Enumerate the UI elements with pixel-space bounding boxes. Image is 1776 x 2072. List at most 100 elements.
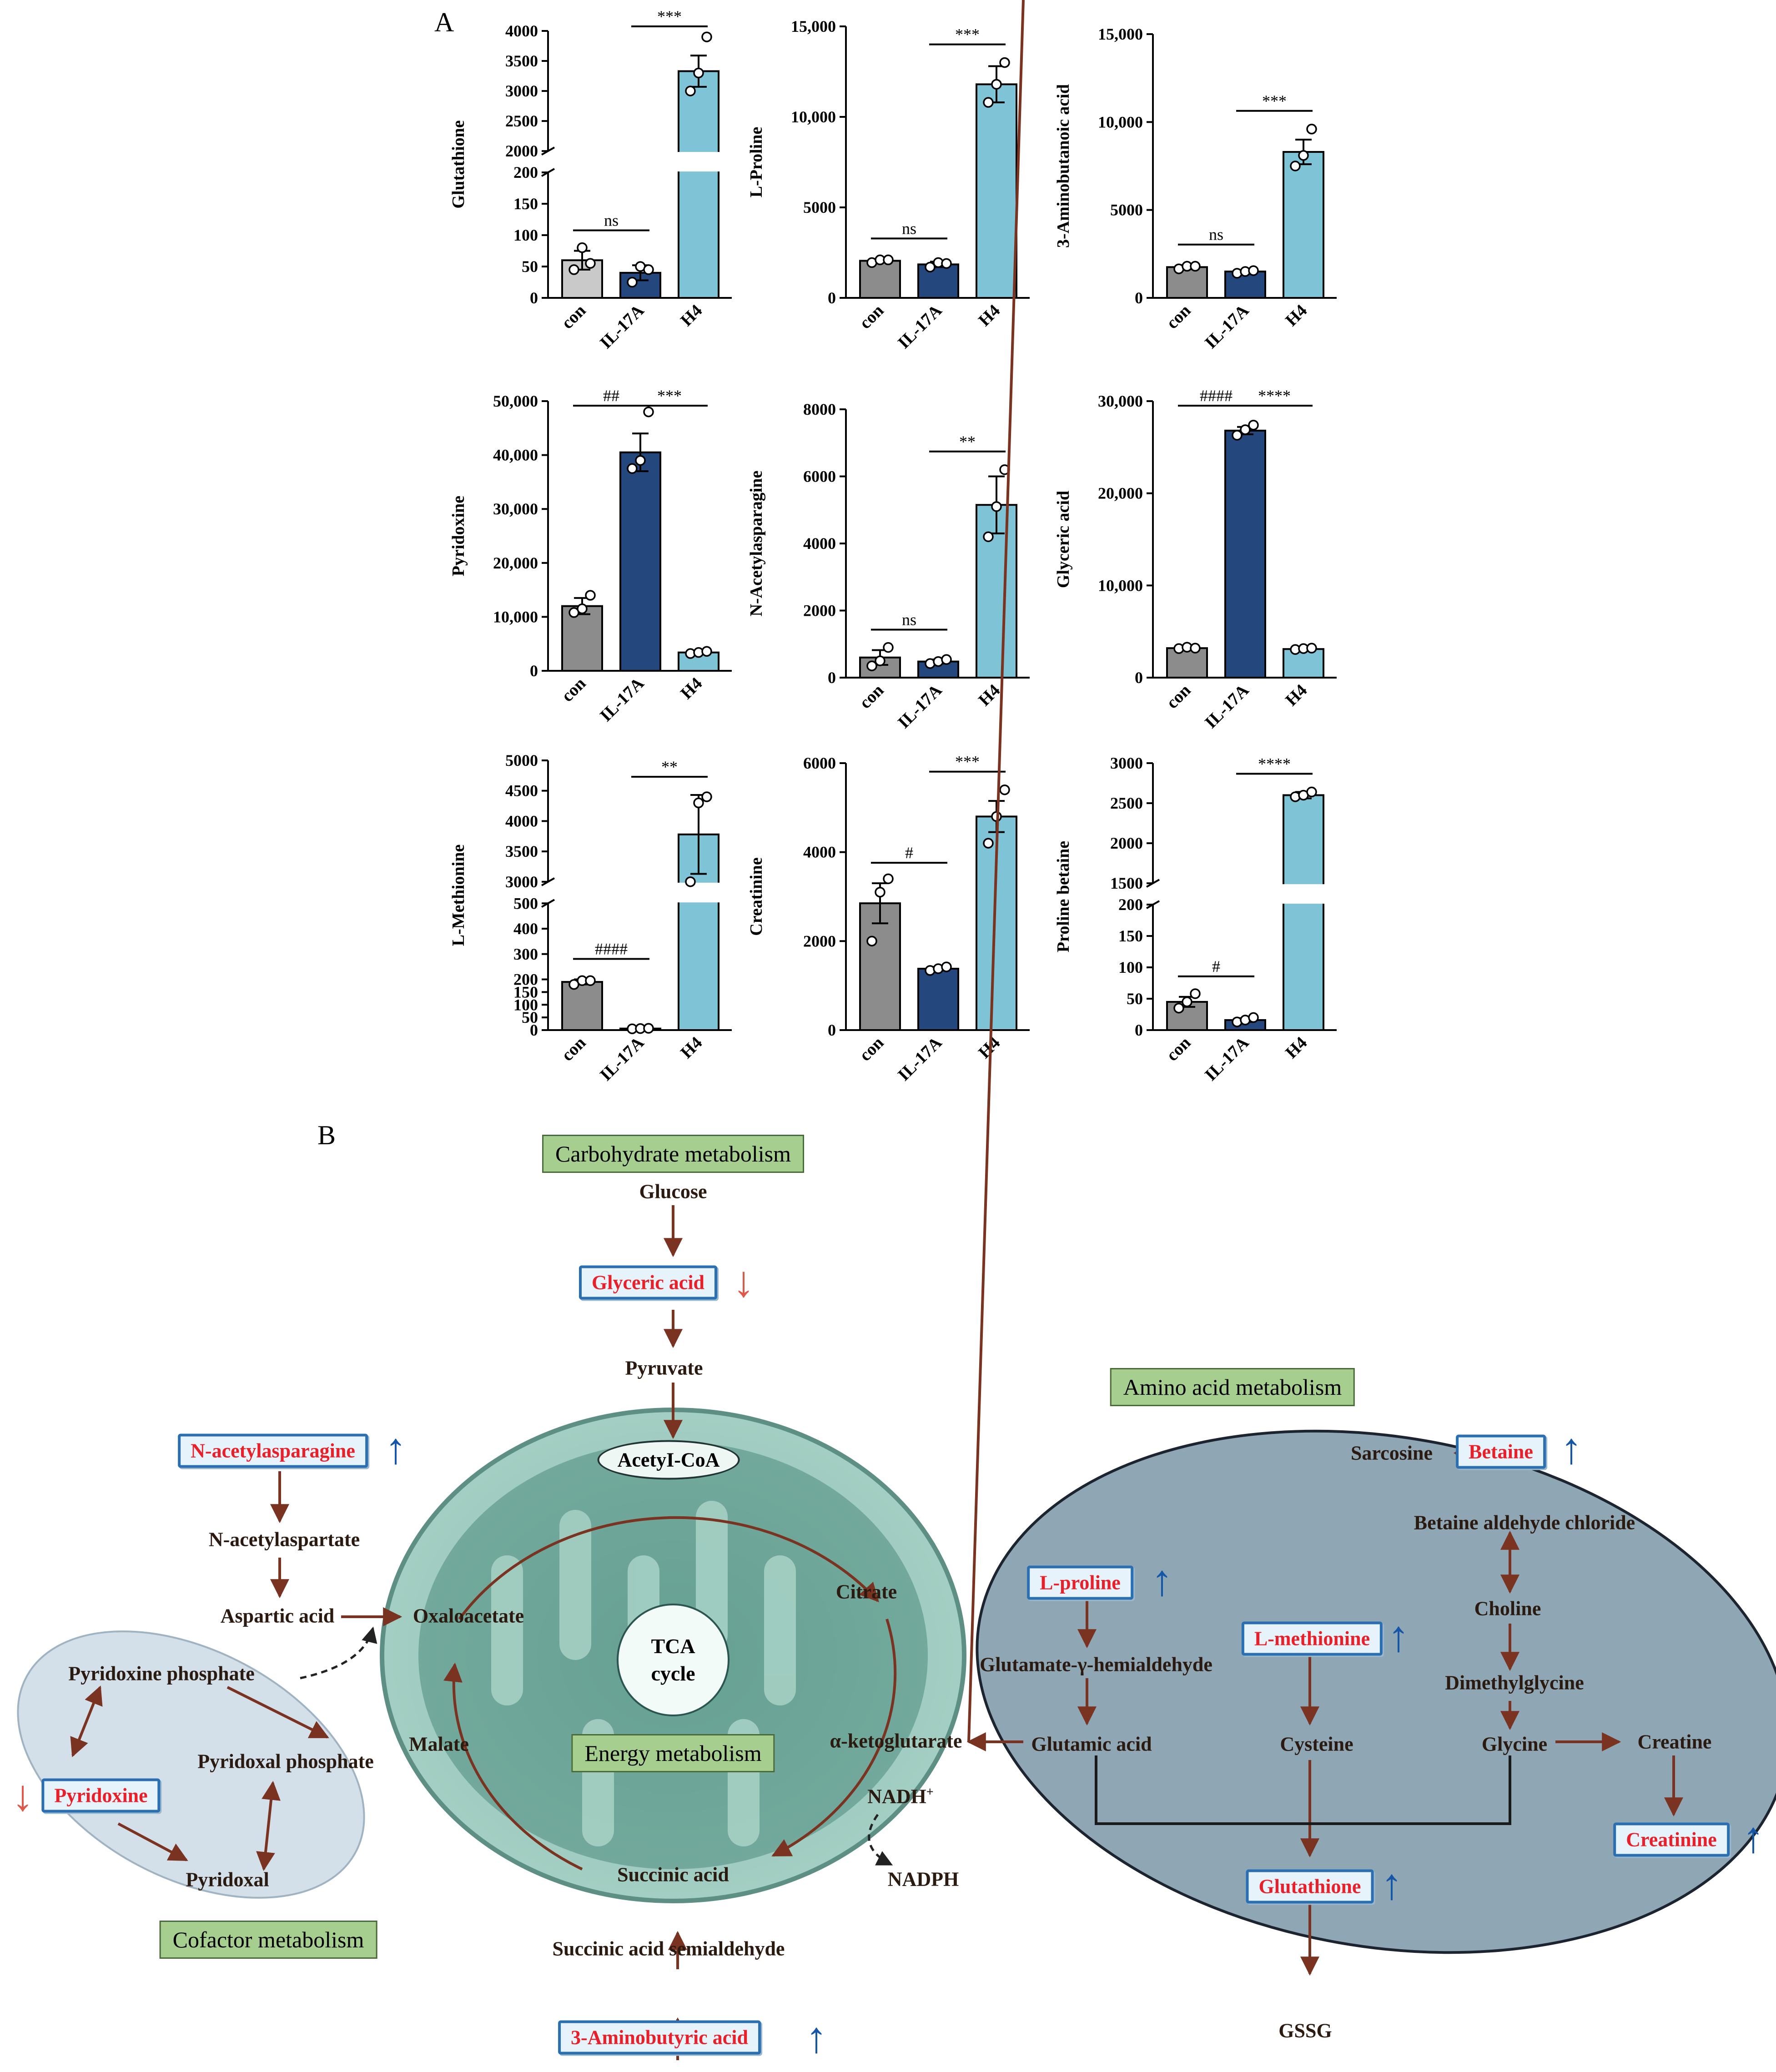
node-nadph: NADPH	[887, 1868, 959, 1891]
bar	[1283, 151, 1324, 299]
y-tick-label: 15,000	[791, 17, 836, 35]
up-arrow-icon: ↑	[385, 1424, 407, 1473]
y-axis-label: 3-Aminobutanoic acid	[1054, 84, 1073, 248]
panel-b-label: B	[317, 1120, 336, 1150]
data-point	[585, 590, 596, 601]
node-dimethylglycine: Dimethylglycine	[1445, 1671, 1584, 1694]
significance-label: ####	[595, 940, 628, 958]
y-tick-label: 6000	[803, 468, 836, 486]
node-creatine: Creatine	[1637, 1730, 1712, 1753]
bar	[561, 981, 603, 1031]
node-glycine: Glycine	[1481, 1733, 1548, 1755]
data-point	[585, 258, 596, 269]
y-axis-label: Proline betaine	[1054, 841, 1073, 952]
node-choline: Choline	[1474, 1597, 1541, 1620]
data-point	[643, 264, 654, 275]
y-tick-label: 3000	[505, 82, 538, 100]
data-point	[585, 975, 596, 986]
y-tick-label: 3000	[505, 873, 538, 891]
cofactor-metabolism-label: Cofactor metabolism	[159, 1921, 377, 1959]
bar	[1166, 647, 1208, 679]
data-point	[991, 501, 1002, 512]
y-tick-label: 10,000	[791, 108, 836, 126]
y-tick-label: 20,000	[493, 554, 538, 572]
y-tick-label: 5000	[803, 198, 836, 216]
data-point	[685, 876, 696, 887]
data-point	[983, 97, 994, 108]
y-tick-label: 500	[513, 894, 538, 912]
data-point	[1306, 643, 1317, 654]
data-point	[1248, 265, 1259, 276]
bar	[976, 83, 1017, 299]
metabolite-pyridoxine: Pyridoxine	[41, 1778, 161, 1813]
data-point	[1190, 261, 1201, 272]
data-point	[1173, 1002, 1184, 1014]
y-tick-label: 200	[1118, 895, 1143, 914]
significance-label: ns	[1209, 226, 1223, 244]
significance-label: ####	[1200, 387, 1233, 405]
y-tick-label: 3500	[505, 842, 538, 860]
y-tick-label: 50	[522, 1008, 538, 1026]
data-point	[991, 79, 1002, 90]
y-tick-label: 2500	[505, 112, 538, 130]
y-tick-label: 10,000	[1098, 576, 1143, 594]
amino-acid-metabolism-label: Amino acid metabolism	[1110, 1368, 1355, 1406]
y-tick-label: 200	[513, 163, 538, 181]
up-arrow-icon: ↑	[1388, 1612, 1409, 1661]
y-tick-label: 0	[828, 1021, 836, 1039]
data-point	[1298, 150, 1309, 161]
y-tick-label: 30,000	[493, 500, 538, 518]
data-point	[643, 406, 654, 417]
metabolite-l-methionine: L-methionine	[1241, 1621, 1383, 1656]
bar	[1224, 429, 1266, 679]
data-point	[941, 961, 952, 972]
tca-label: TCA	[651, 1634, 695, 1658]
data-point	[983, 531, 994, 542]
data-point	[685, 85, 696, 96]
y-tick-label: 4000	[505, 22, 538, 40]
metabolite-3-aminobutyric-acid: 3-Aminobutyric acid	[558, 2020, 761, 2055]
data-point	[983, 838, 994, 849]
y-tick-label: 4500	[505, 782, 538, 800]
data-point	[1240, 424, 1251, 435]
data-point	[941, 654, 952, 665]
data-point	[1248, 1012, 1259, 1023]
y-tick-label: 8000	[803, 400, 836, 418]
data-point	[1232, 430, 1243, 441]
node-succinic-semialdehyde: Succinic acid semialdehyde	[552, 1937, 785, 1960]
y-tick-label: 150	[513, 195, 538, 213]
y-axis-label: Pyridoxine	[449, 496, 468, 576]
y-tick-label: 0	[1135, 289, 1143, 307]
data-point	[577, 603, 588, 614]
significance-label: #	[1212, 957, 1220, 976]
metabolite-glyceric-acid: Glyceric acid	[579, 1265, 718, 1300]
data-point	[1182, 996, 1192, 1007]
y-tick-label: 3000	[1110, 754, 1143, 772]
y-axis-label: Glutathione	[449, 120, 468, 208]
y-tick-label: 150	[1118, 927, 1143, 945]
node-citrate: Citrate	[835, 1580, 897, 1603]
significance-label: ***	[1262, 92, 1287, 110]
node-betaine-aldehyde-chloride: Betaine aldehyde chloride	[1414, 1511, 1635, 1534]
data-point	[1290, 161, 1301, 171]
y-axis-label: L-Proline	[747, 127, 766, 198]
data-point	[577, 242, 588, 253]
y-tick-label: 10,000	[493, 608, 538, 626]
bar	[1283, 794, 1324, 1031]
node-alpha-ketoglutarate: α-ketoglutarate	[830, 1730, 962, 1752]
node-sarcosine: Sarcosine	[1350, 1442, 1433, 1464]
y-tick-label: 150	[513, 983, 538, 1001]
node-gssg: GSSG	[1278, 2019, 1332, 2042]
y-tick-label: 1500	[1110, 874, 1143, 892]
node-nadh: NADH+	[867, 1785, 934, 1808]
data-point	[883, 254, 894, 266]
data-point	[875, 655, 885, 666]
y-tick-label: 3500	[505, 52, 538, 70]
bar-break-gap	[676, 152, 721, 172]
up-arrow-icon: ↑	[1742, 1813, 1764, 1862]
data-point	[635, 455, 646, 466]
significance-label: ****	[1258, 387, 1291, 405]
y-tick-label: 2000	[803, 602, 836, 620]
data-point	[925, 262, 936, 273]
